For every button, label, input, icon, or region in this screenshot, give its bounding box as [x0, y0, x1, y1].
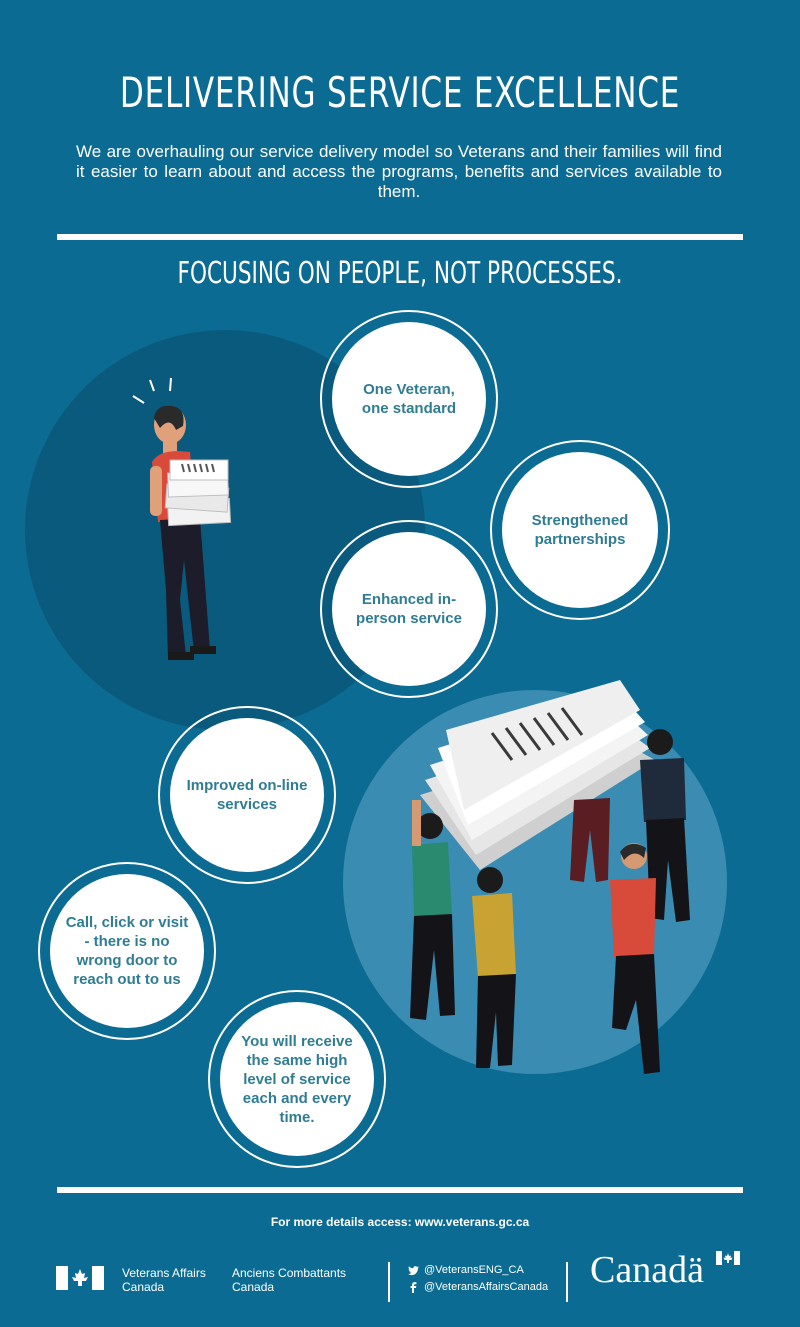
twitter-handle: @VeteransENG_CA [424, 1264, 524, 1276]
bubble-no-wrong-door-text: Call, click or visit - there is no wrong… [65, 914, 189, 988]
person-dark [640, 729, 690, 922]
bubble-one-veteran-text: One Veteran, one standard [361, 381, 457, 417]
bubble-same-service-text: You will receive the same high level of … [241, 1032, 353, 1126]
canada-wordmark: Canadä [590, 1249, 704, 1291]
facebook-icon [410, 1282, 417, 1293]
bubble-one-veteran: One Veteran, one standard [320, 310, 498, 488]
bubble-online-text: Improved on-line services [186, 777, 308, 813]
facebook-handle: @VeteransAffairsCanada [424, 1281, 549, 1293]
bubble-online: Improved on-line services [158, 706, 336, 884]
divider-bottom [57, 1187, 743, 1193]
department-name-fr: Anciens Combattants Canada [232, 1266, 347, 1294]
social-links: @VeteransENG_CA @VeteransAffairsCanada [408, 1262, 548, 1296]
twitter-icon [408, 1265, 419, 1275]
twitter-link[interactable]: @VeteransENG_CA [408, 1262, 548, 1279]
intro-paragraph: We are overhauling our service delivery … [76, 142, 722, 201]
stress-lines [132, 377, 172, 404]
person-green [410, 800, 455, 1020]
department-name-en: Veterans Affairs Canada [122, 1266, 206, 1294]
bubble-partnerships-text: Strengthened partnerships [531, 512, 629, 548]
group-lifting-papers-illustration [410, 680, 690, 1074]
wordmark-flag-icon [716, 1251, 740, 1265]
footer-divider-2 [566, 1262, 568, 1302]
bubble-partnerships: Strengthened partnerships [490, 440, 670, 620]
bubble-same-service: You will receive the same high level of … [208, 990, 386, 1168]
bubble-in-person: Enhanced in-person service [320, 520, 498, 698]
person-back [570, 798, 610, 882]
paper-stack-large [420, 680, 655, 870]
bubble-in-person-text: Enhanced in-person service [356, 591, 462, 627]
single-person-figure [150, 405, 216, 660]
divider-top [57, 234, 743, 240]
person-yellow [472, 867, 516, 1068]
section-subtitle: FOCUSING ON PEOPLE, NOT PROCESSES. [177, 256, 623, 291]
facebook-link[interactable]: @VeteransAffairsCanada [408, 1279, 548, 1296]
canada-flag-icon [56, 1266, 104, 1290]
person-red [610, 843, 660, 1074]
page-title: DELIVERING SERVICE EXCELLENCE [119, 68, 681, 117]
paper-stack-small [164, 459, 232, 527]
more-details-text: For more details access: www.veterans.gc… [270, 1215, 530, 1229]
footer-divider-1 [388, 1262, 390, 1302]
bubble-no-wrong-door: Call, click or visit - there is no wrong… [38, 862, 216, 1040]
